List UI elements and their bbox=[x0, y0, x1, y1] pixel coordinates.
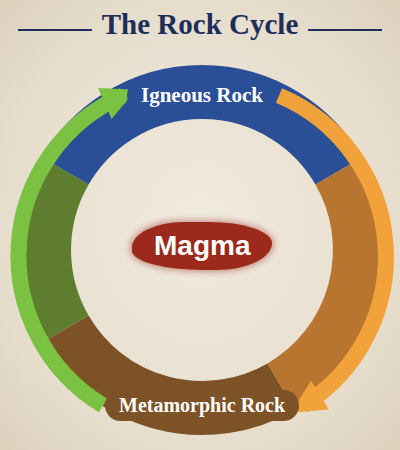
rock-band: Igneous Rock bbox=[127, 79, 277, 112]
node-label: Igneous Rock bbox=[141, 83, 263, 108]
title-bar: The Rock Cycle bbox=[0, 8, 400, 41]
magma-patch: Magma bbox=[132, 222, 272, 270]
title-rule bbox=[18, 29, 92, 31]
cycle-arrow bbox=[18, 96, 123, 406]
cycle-arrow bbox=[279, 96, 386, 406]
title-rule bbox=[308, 29, 382, 31]
rock-band: Metamorphic Rock bbox=[105, 390, 299, 421]
ring-segment bbox=[44, 171, 65, 329]
node-label: Metamorphic Rock bbox=[119, 394, 285, 417]
diagram-title: The Rock Cycle bbox=[96, 8, 305, 40]
node-label: Magma bbox=[154, 230, 250, 262]
